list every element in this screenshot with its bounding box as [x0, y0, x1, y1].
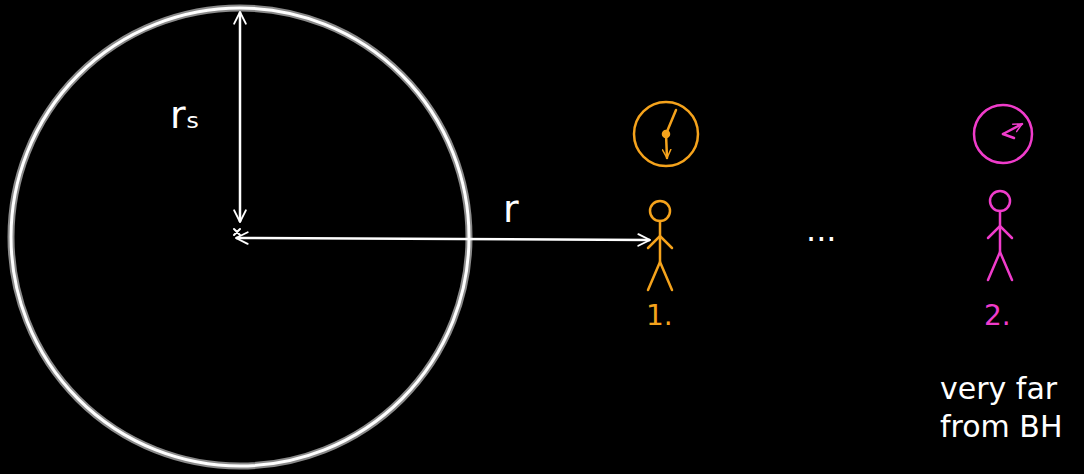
ellipsis: ...	[806, 210, 837, 250]
distance-arrow	[236, 238, 650, 240]
observer-1	[634, 102, 698, 290]
radius-label: rₛ	[170, 92, 200, 140]
distance-label: r	[503, 186, 519, 234]
note: very far from BH	[940, 370, 1075, 445]
callout-number: 2.	[984, 298, 1011, 333]
radius-arrow	[239, 12, 242, 222]
callout-number: 1.	[646, 298, 673, 333]
observer-2	[974, 105, 1032, 280]
